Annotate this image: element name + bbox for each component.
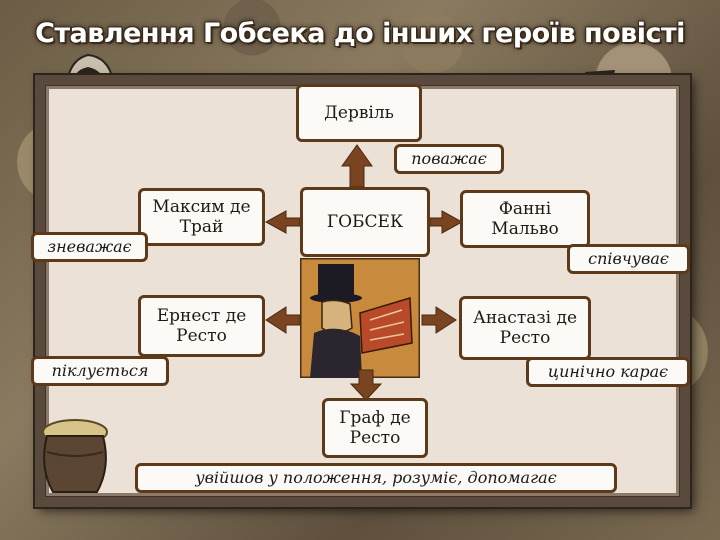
coin-pot-image (42, 419, 108, 493)
node-maxime: Максим де Трай (138, 188, 265, 246)
node-label: Максим де Трай (152, 197, 251, 237)
relation-label-anastasie: цинічно карає (526, 357, 690, 387)
slide-title: Ставлення Гобсека до інших героїв повіст… (35, 18, 685, 49)
relation-label-count: увійшов у положення, розуміє, допомагає (135, 463, 617, 493)
node-count: Граф де Ресто (322, 398, 428, 458)
node-label: Ернест де Ресто (156, 306, 247, 346)
node-label: Дервіль (324, 103, 394, 123)
arrow-to-fanny (429, 210, 464, 234)
arrow-to-derville (341, 144, 373, 188)
node-label: Анастазі де Ресто (472, 308, 578, 348)
node-fanny: Фанні Мальво (460, 190, 590, 248)
node-anastasie: Анастазі де Ресто (459, 296, 591, 360)
arrow-to-maxime (264, 210, 301, 234)
arrow-to-ernest (265, 306, 301, 334)
relation-label-ernest: піклується (31, 356, 169, 386)
relation-label-derville: поважає (394, 144, 504, 174)
node-label: Фанні Мальво (491, 199, 559, 239)
node-label: ГОБСЕК (326, 212, 404, 232)
relation-label-fanny: співчуває (567, 244, 690, 274)
node-ernest: Ернест де Ресто (138, 295, 265, 357)
node-label: Граф де Ресто (339, 408, 411, 448)
relation-label-maxime: зневажає (31, 232, 148, 262)
gobseck-center-portrait-image (300, 258, 420, 378)
arrow-to-anastasie (421, 306, 457, 334)
node-derville: Дервіль (296, 84, 422, 142)
arrow-to-count (349, 369, 383, 401)
node-gobseck: ГОБСЕК (300, 187, 430, 257)
